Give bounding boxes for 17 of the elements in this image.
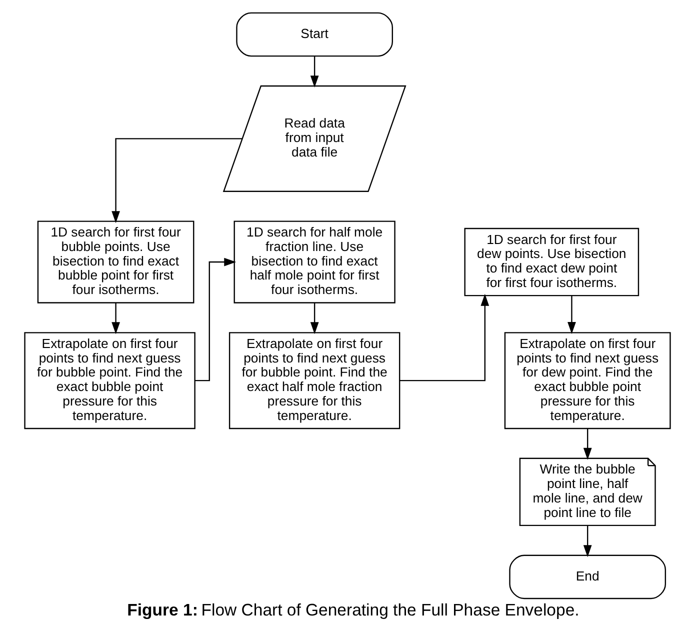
arrow xyxy=(310,302,318,334)
caption: Figure 1: Flow Chart of Generating the Full Phase Envelope. xyxy=(126,600,579,620)
node-box: Extrapolate on first four points to find next guess for bubble point. Find the exact bubble point pressure for this temperature. xyxy=(24,332,195,430)
arrow xyxy=(111,138,242,224)
arrow xyxy=(582,428,592,460)
arrow xyxy=(567,296,576,334)
node-box: 1D search for first four bubble points. Use bisection to find exact bubble point for first four isotherms. xyxy=(36,220,194,304)
arrow xyxy=(310,56,318,88)
node-box: Extrapolate on first four points to find next guess for dew point. Find the exact bubble point pressure for this temperature. xyxy=(504,332,670,430)
arrow xyxy=(111,302,120,334)
node-box: End xyxy=(508,554,666,600)
arrow xyxy=(582,526,592,558)
arrow xyxy=(399,294,489,382)
node-box: Extrapolate on first four points to find next guess for bubble point. Find the exact half mole fraction pressure for this temperature. xyxy=(228,332,400,430)
node-box: Start xyxy=(236,12,392,57)
node-box: 1D search for half mole fraction line. Use bisection to find exact half mole point for first four isotherms. xyxy=(233,220,395,304)
node-box: 1D search for first four dew points. Use bisection to find exact dew point for first four isotherms. xyxy=(464,228,639,296)
